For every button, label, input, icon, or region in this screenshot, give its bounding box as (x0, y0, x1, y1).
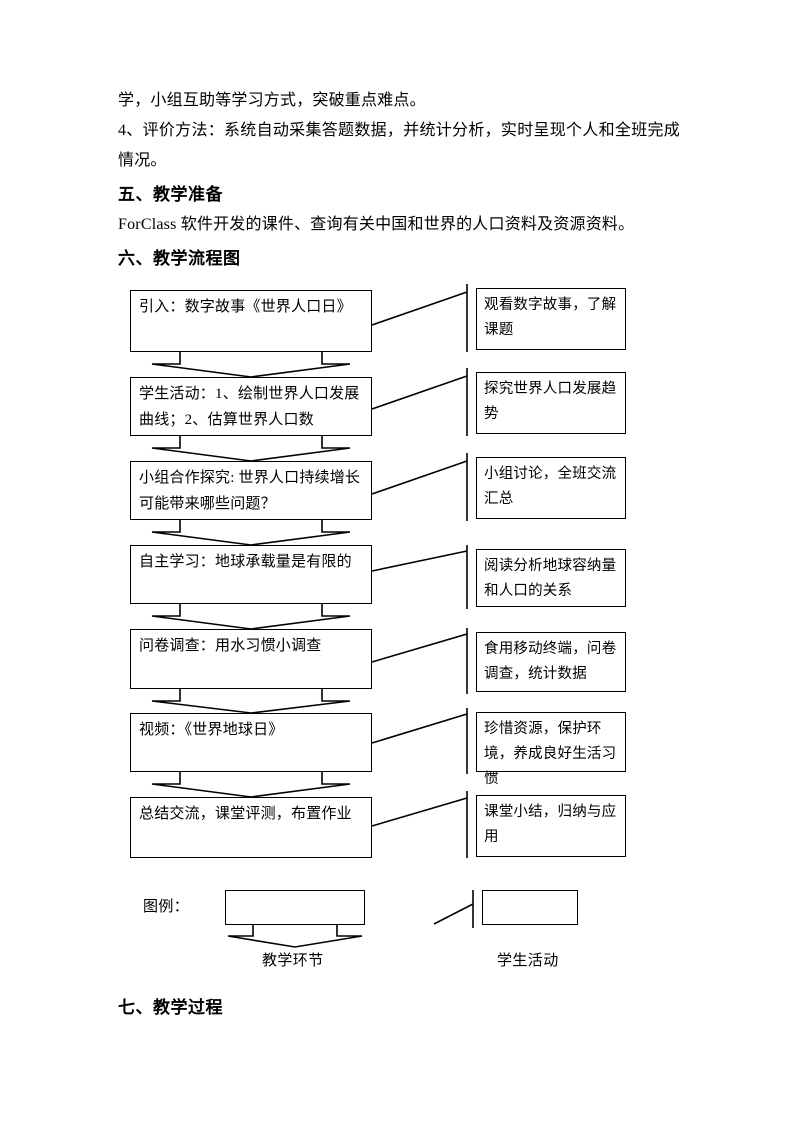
flow-teaching-box-7: 总结交流，课堂评测，布置作业 (130, 797, 372, 858)
flow-activity-box-4: 阅读分析地球容纳量和人口的关系 (476, 549, 626, 607)
flow-teaching-text-2: 学生活动：1、绘制世界人口发展曲线；2、估算世界人口数 (139, 386, 360, 428)
flow-activity-box-6: 珍惜资源，保护环境，养成良好生活习惯 (476, 712, 626, 787)
flow-teaching-box-1: 引入：数字故事《世界人口日》 (130, 290, 372, 352)
heading-teaching-process: 七、教学过程 (118, 998, 223, 1017)
flow-teaching-text-4: 自主学习：地球承载量是有限的 (139, 554, 352, 570)
flow-activity-box-7: 课堂小结，归纳与应用 (476, 795, 626, 857)
flow-activity-box-5: 食用移动终端，问卷调查，统计数据 (476, 632, 626, 692)
paragraph-preparation-text: ForClass 软件开发的课件、查询有关中国和世界的人口资料及资源资料。 (118, 216, 635, 233)
legend-activity-symbol (482, 890, 578, 925)
heading-teaching-preparation: 五、教学准备 (118, 185, 223, 204)
flow-teaching-text-7: 总结交流，课堂评测，布置作业 (139, 806, 352, 822)
flow-activity-box-3: 小组讨论，全班交流汇总 (476, 457, 626, 519)
flow-activity-text-4: 阅读分析地球容纳量和人口的关系 (484, 558, 617, 599)
flow-teaching-box-3: 小组合作探究: 世界人口持续增长可能带来哪些问题？ (130, 461, 372, 520)
flow-teaching-text-5: 问卷调查：用水习惯小调查 (139, 638, 322, 654)
paragraph-evaluation: 4、评价方法：系统自动采集答题数据，并统计分析，实时呈现个人和全班完成情况。 (118, 122, 680, 169)
flow-activity-text-2: 探究世界人口发展趋势 (484, 381, 617, 422)
legend-title: 图例： (143, 899, 190, 915)
flow-activity-text-6: 珍惜资源，保护环境，养成良好生活习惯 (484, 721, 617, 787)
flow-activity-text-3: 小组讨论，全班交流汇总 (484, 466, 617, 507)
flow-teaching-box-4: 自主学习：地球承载量是有限的 (130, 545, 372, 604)
flow-teaching-box-5: 问卷调查：用水习惯小调查 (130, 629, 372, 689)
prose-block: 学，小组互助等学习方式，突破重点难点。 4、评价方法：系统自动采集答题数据，并统… (118, 86, 680, 274)
flow-teaching-text-1: 引入：数字故事《世界人口日》 (139, 299, 352, 315)
flow-activity-text-1: 观看数字故事，了解课题 (484, 297, 617, 338)
flow-activity-box-1: 观看数字故事，了解课题 (476, 288, 626, 350)
legend-teaching-symbol (225, 890, 365, 925)
heading-teaching-flowchart: 六、教学流程图 (118, 249, 241, 268)
flow-activity-text-7: 课堂小结，归纳与应用 (484, 804, 617, 845)
legend-teaching-label: 教学环节 (262, 953, 324, 969)
legend-activity-label: 学生活动 (497, 953, 559, 969)
flow-teaching-text-6: 视频：《世界地球日》 (139, 722, 284, 738)
flow-activity-box-2: 探究世界人口发展趋势 (476, 372, 626, 434)
flow-teaching-text-3: 小组合作探究: 世界人口持续增长可能带来哪些问题？ (139, 470, 361, 512)
paragraph-continuation: 学，小组互助等学习方式，突破重点难点。 (118, 92, 426, 109)
flow-teaching-box-6: 视频：《世界地球日》 (130, 713, 372, 772)
flow-activity-text-5: 食用移动终端，问卷调查，统计数据 (484, 641, 617, 682)
flow-teaching-box-2: 学生活动：1、绘制世界人口发展曲线；2、估算世界人口数 (130, 377, 372, 436)
